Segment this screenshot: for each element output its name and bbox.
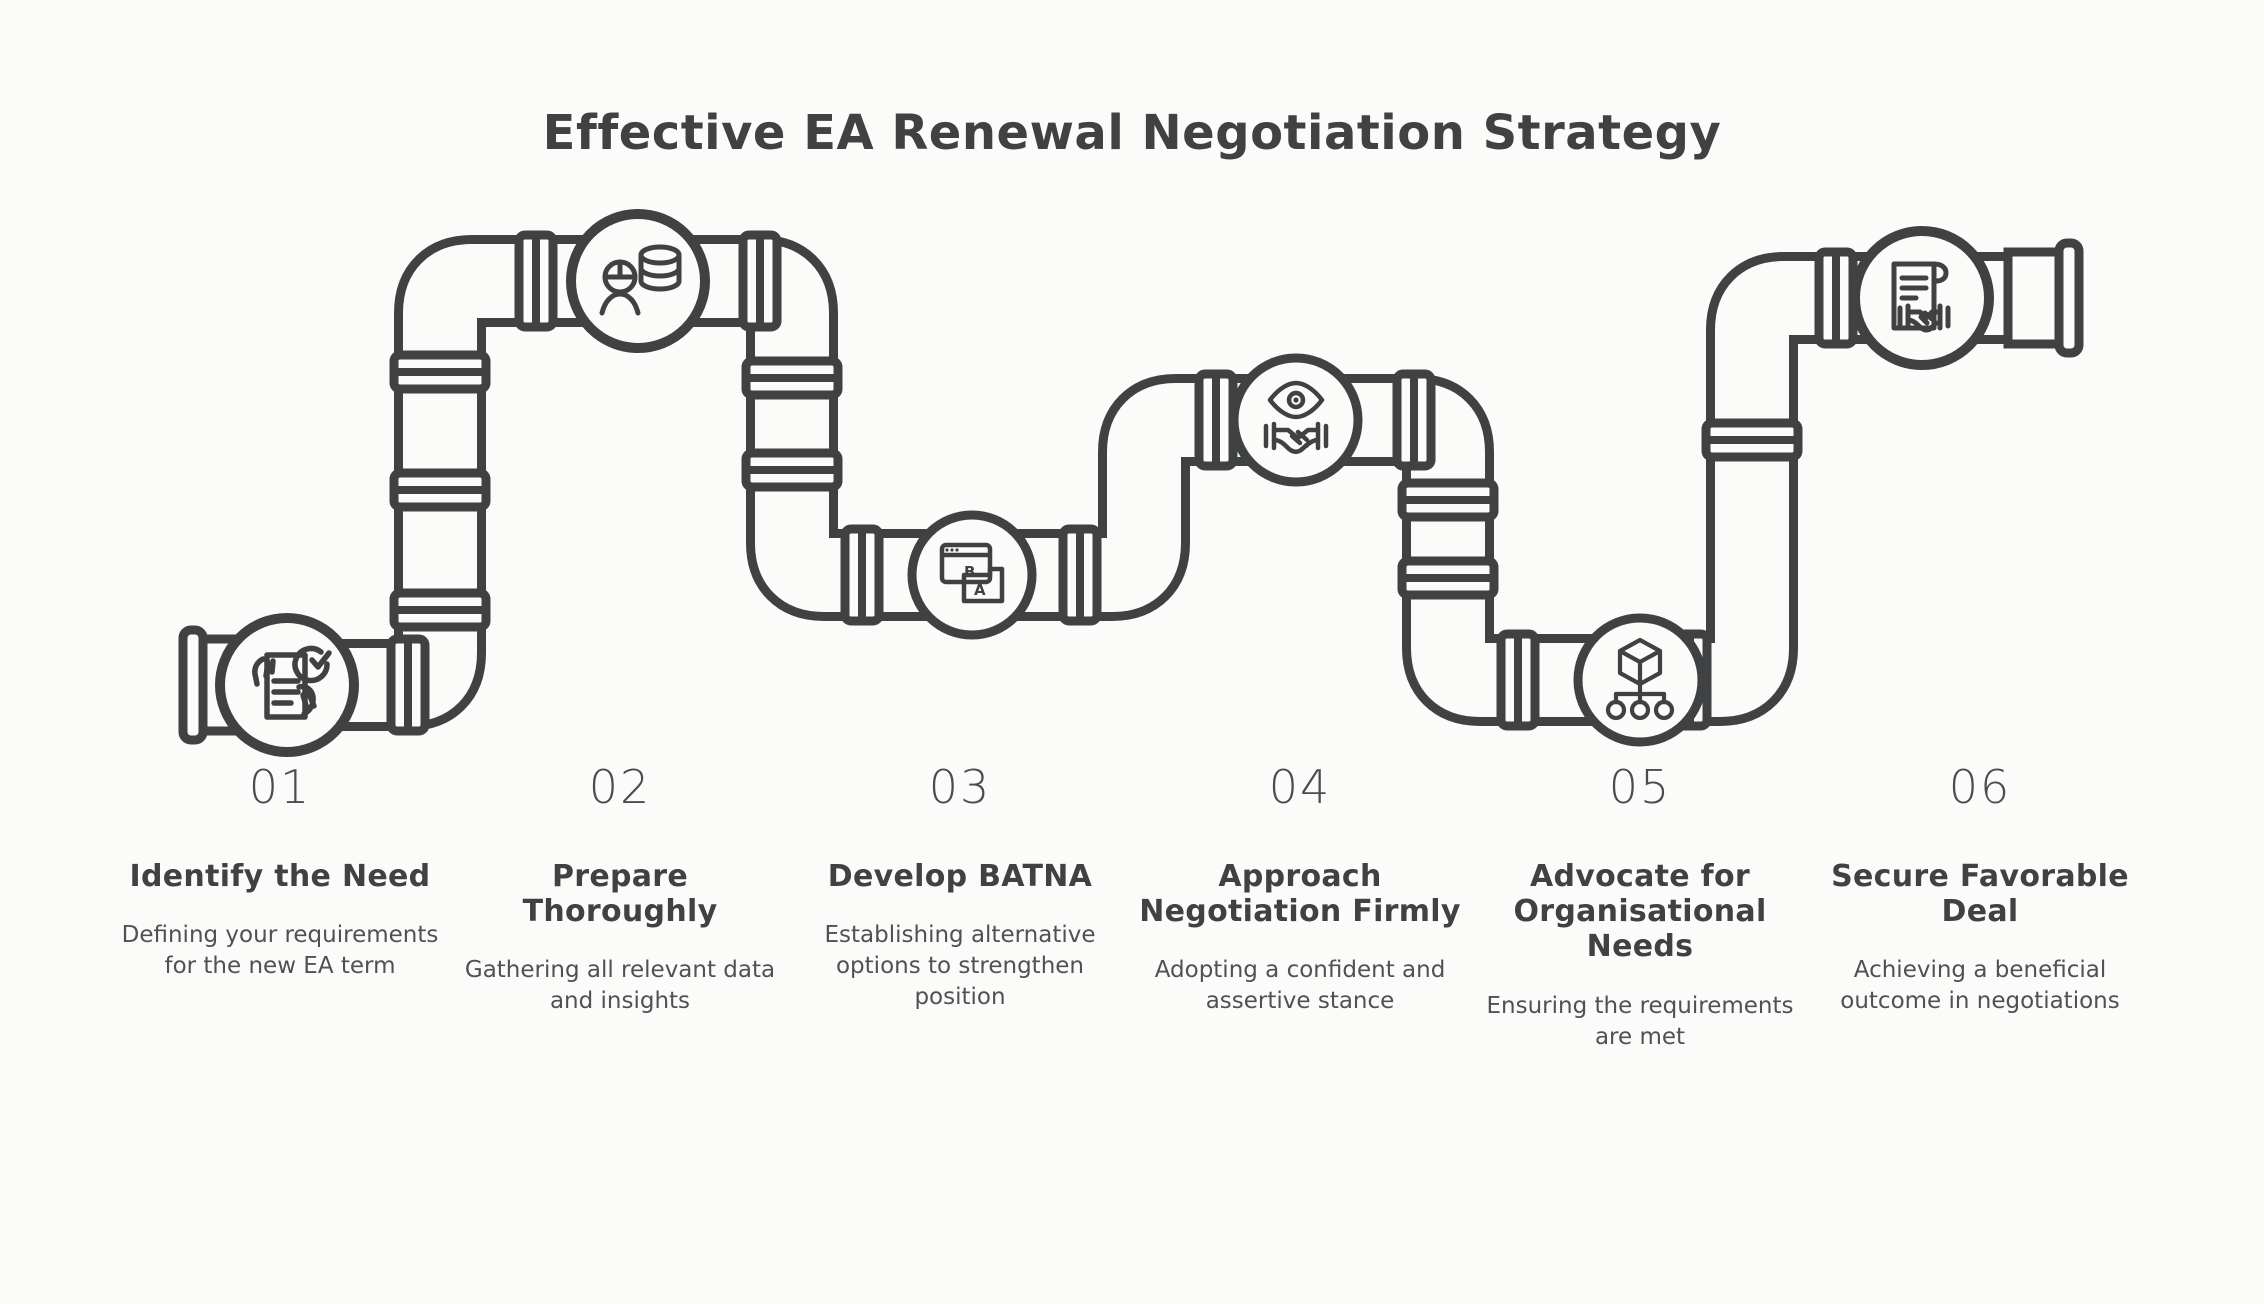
step-title: Develop BATNA bbox=[827, 858, 1093, 894]
step-number: 06 bbox=[1948, 760, 2012, 814]
step-card-05: 05 Advocate for Organisational Needs Ens… bbox=[1470, 762, 1810, 1053]
step-description: Establishing alternative options to stre… bbox=[824, 921, 1096, 1011]
pipe-coupling bbox=[1397, 374, 1431, 466]
pipe-coupling bbox=[1402, 561, 1494, 595]
ab-test-windows-icon: B A bbox=[939, 542, 1005, 604]
page-title: Effective EA Renewal Negotiation Strateg… bbox=[542, 105, 1722, 161]
document-check-hands-icon bbox=[252, 645, 332, 720]
step-number: 03 bbox=[928, 760, 992, 814]
step-number: 05 bbox=[1608, 760, 1672, 814]
cube-hierarchy-icon bbox=[1605, 637, 1675, 721]
step-description: Adopting a confident and assertive stanc… bbox=[1154, 957, 1446, 1015]
step-description: Gathering all relevant data and insights bbox=[464, 957, 776, 1015]
step-title: Identify the Need bbox=[129, 858, 431, 894]
step-card-06: 06 Secure Favorable Deal Achieving a ben… bbox=[1810, 762, 2150, 1017]
node-1 bbox=[215, 613, 359, 757]
step-title: Advocate for Organisational Needs bbox=[1513, 858, 1767, 965]
svg-text:B: B bbox=[964, 563, 975, 581]
pipe-coupling bbox=[394, 355, 486, 389]
step-number: 02 bbox=[588, 760, 652, 814]
node-5 bbox=[1573, 613, 1707, 747]
pipe-coupling bbox=[746, 361, 838, 395]
pipe-coupling bbox=[845, 529, 879, 621]
step-card-03: 03 Develop BATNA Establishing alternativ… bbox=[790, 762, 1130, 1013]
step-card-01: 01 Identify the Need Defining your requi… bbox=[110, 762, 450, 982]
pipe-coupling bbox=[1673, 634, 1707, 726]
pipe-coupling bbox=[394, 593, 486, 627]
node-4 bbox=[1229, 353, 1363, 487]
step-description: Ensuring the requirements are met bbox=[1486, 992, 1794, 1050]
step-title: Approach Negotiation Firmly bbox=[1139, 858, 1461, 929]
pipe-coupling bbox=[394, 473, 486, 507]
pipe-end-cap-left bbox=[178, 625, 261, 745]
node-6 bbox=[1850, 226, 1994, 370]
step-number: 04 bbox=[1268, 760, 1332, 814]
step-title: Prepare Thoroughly bbox=[522, 858, 718, 929]
step-number: 01 bbox=[248, 760, 312, 814]
pipe-coupling bbox=[1402, 483, 1494, 517]
pipe-coupling bbox=[746, 453, 838, 487]
pipe-coupling bbox=[1706, 423, 1798, 457]
step-description: Achieving a beneficial outcome in negoti… bbox=[1840, 957, 2120, 1015]
svg-text:A: A bbox=[974, 581, 986, 599]
step-card-04: 04 Approach Negotiation Firmly Adopting … bbox=[1130, 762, 1470, 1017]
step-card-02: 02 Prepare Thoroughly Gathering all rele… bbox=[450, 762, 790, 1017]
pipe-coupling bbox=[1199, 374, 1233, 466]
steps-row: 01 Identify the Need Defining your requi… bbox=[110, 762, 2154, 1053]
step-description: Defining your requirements for the new E… bbox=[121, 921, 439, 980]
pipe-coupling bbox=[743, 235, 777, 327]
pipe-coupling bbox=[1501, 634, 1535, 726]
person-database-icon bbox=[599, 244, 682, 316]
pipe-coupling bbox=[1063, 529, 1097, 621]
eye-handshake-icon bbox=[1263, 380, 1329, 454]
node-3: B A bbox=[907, 510, 1037, 640]
node-2 bbox=[566, 209, 710, 353]
contract-handshake-icon bbox=[1891, 261, 1951, 333]
pipe-coupling bbox=[391, 639, 425, 731]
pipe-run bbox=[200, 235, 2060, 731]
pipe-coupling bbox=[519, 235, 553, 327]
step-title: Secure Favorable Deal bbox=[1831, 858, 2129, 929]
pipe-coupling bbox=[1819, 252, 1853, 344]
pipe-end-cap-right bbox=[2003, 238, 2084, 358]
